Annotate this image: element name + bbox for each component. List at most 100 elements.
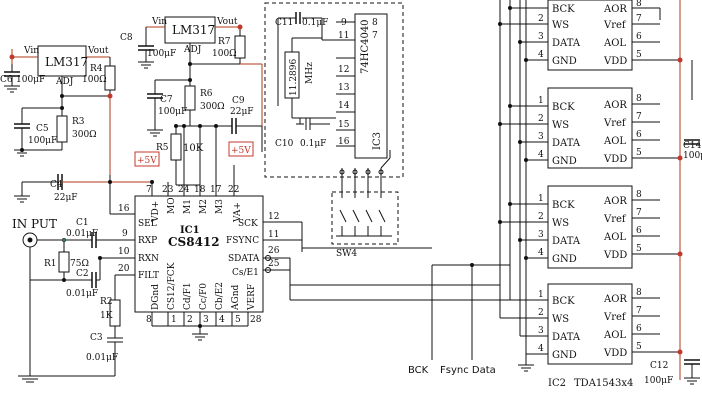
svg-text:3: 3 bbox=[538, 132, 544, 142]
plus5v-box-1 bbox=[134, 151, 160, 167]
c1-label: C1 bbox=[76, 218, 89, 228]
cs8412-label-dgnd: DGnd bbox=[151, 284, 161, 310]
r7-label: R7 bbox=[218, 37, 231, 47]
lm317-right-vout: Vout bbox=[216, 17, 238, 27]
cs8412-pin-12: 12 bbox=[268, 212, 279, 222]
svg-text:2: 2 bbox=[538, 308, 544, 318]
bottom-label-bck: BCK bbox=[408, 365, 429, 376]
ic3-pin-8: 8 bbox=[372, 18, 378, 28]
svg-text:Vref: Vref bbox=[603, 312, 627, 323]
c6-label: C6 bbox=[0, 75, 13, 85]
svg-text:AOR: AOR bbox=[603, 294, 627, 305]
r1-resistor bbox=[58, 251, 70, 273]
cs8412-pin-28: 28 bbox=[250, 315, 262, 325]
lm317-left-adj: ADJ bbox=[55, 77, 74, 87]
cs8412-pin-7: 7 bbox=[146, 185, 152, 195]
svg-text:VDD: VDD bbox=[603, 250, 627, 261]
cs8412-pin-25: 25 bbox=[268, 259, 280, 269]
svg-text:4: 4 bbox=[538, 150, 544, 160]
cs8412-label-sck: SCK bbox=[238, 219, 258, 229]
cs8412-pin-3: 3 bbox=[203, 315, 209, 325]
r1-label: R1 bbox=[44, 259, 57, 269]
svg-text:AOR: AOR bbox=[603, 100, 627, 111]
cs8412-pin-1: 1 bbox=[171, 315, 177, 325]
lm317-right-name: LM317 bbox=[172, 23, 215, 37]
svg-text:VDD: VDD bbox=[603, 56, 627, 67]
c8-label: C8 bbox=[120, 33, 133, 43]
ic1-ref: IC1 bbox=[180, 225, 200, 236]
ic1-cs8412-body bbox=[134, 195, 264, 313]
cs8412-label-m2: M2 bbox=[199, 199, 209, 214]
svg-text:DATA: DATA bbox=[552, 138, 581, 149]
lm317-left-vout: Vout bbox=[87, 46, 109, 56]
svg-text:WS: WS bbox=[552, 314, 569, 325]
cs8412-label-filt: FILT bbox=[138, 271, 159, 281]
c11-value: 0.1μF bbox=[302, 18, 328, 28]
svg-text:2: 2 bbox=[538, 114, 544, 124]
r6-label: R6 bbox=[200, 89, 213, 99]
r1-value: 75Ω bbox=[70, 259, 89, 269]
c5-value: 100μF bbox=[28, 136, 57, 146]
c9-label: C9 bbox=[232, 96, 245, 106]
svg-text:WS: WS bbox=[552, 120, 569, 131]
cs8412-label-verf: VERF bbox=[247, 284, 257, 311]
cs8412-pin-11: 11 bbox=[268, 230, 279, 240]
svg-text:BCK: BCK bbox=[552, 4, 575, 15]
c12-value: 100μF bbox=[644, 376, 673, 386]
svg-text:GND: GND bbox=[552, 350, 577, 361]
c7-value: 100μF bbox=[158, 107, 187, 117]
svg-text:6: 6 bbox=[636, 324, 642, 334]
svg-text:8: 8 bbox=[636, 94, 642, 104]
cs8412-label-va: VA+ bbox=[233, 202, 243, 223]
tda-chip-4-labels: BCK WS DATA GND AOR Vref AOL VDD 1 2 3 4… bbox=[538, 288, 642, 361]
svg-text:4: 4 bbox=[538, 344, 544, 354]
svg-text:WS: WS bbox=[552, 20, 569, 31]
svg-text:4: 4 bbox=[538, 50, 544, 60]
c2-value: 0.01μF bbox=[66, 289, 98, 299]
cs8412-label-cs12: CS12/FCK bbox=[167, 262, 177, 310]
ic3-pin-14: 14 bbox=[338, 101, 350, 111]
svg-text:AOL: AOL bbox=[603, 330, 626, 341]
cs8412-label-cse1: Cs/E1 bbox=[232, 268, 259, 278]
c7-label: C7 bbox=[160, 95, 173, 105]
svg-text:7: 7 bbox=[636, 112, 642, 122]
cs8412-label-m3: M3 bbox=[215, 199, 225, 214]
c14-label: C14 bbox=[683, 141, 702, 151]
lm317-right-adj: ADJ bbox=[183, 45, 202, 55]
plus5v-box-2 bbox=[228, 141, 254, 157]
cs8412-pin-4: 4 bbox=[219, 315, 225, 325]
c5-label: C5 bbox=[36, 124, 49, 134]
crystal-unit: MHz bbox=[305, 62, 315, 84]
svg-text:BCK: BCK bbox=[552, 102, 575, 113]
cs8412-pin-20: 20 bbox=[118, 264, 130, 274]
svg-text:WS: WS bbox=[552, 218, 569, 229]
svg-text:1: 1 bbox=[538, 194, 544, 204]
sw4-label: SW4 bbox=[336, 249, 357, 259]
c10-value: 0.1μF bbox=[300, 139, 326, 149]
lm317-left-vin: Vin bbox=[23, 46, 39, 56]
svg-text:GND: GND bbox=[552, 156, 577, 167]
cs8412-label-agnd: AGnd bbox=[231, 285, 241, 311]
r3-label: R3 bbox=[72, 117, 85, 127]
svg-text:6: 6 bbox=[636, 32, 642, 42]
r4-value: 100Ω bbox=[82, 75, 107, 85]
c3-label: C3 bbox=[90, 333, 103, 343]
svg-text:5: 5 bbox=[636, 244, 642, 254]
ic3-ref: IC3 bbox=[372, 132, 383, 150]
r3-value: 300Ω bbox=[72, 130, 97, 140]
cs8412-pin-5: 5 bbox=[235, 315, 241, 325]
cs8412-label-sel: SEL bbox=[138, 219, 157, 229]
c4-label: C4 bbox=[50, 180, 63, 190]
cs8412-label-vd: VD+ bbox=[151, 201, 161, 223]
plus5v-label-2: +5V bbox=[231, 146, 251, 156]
ic3-pin-11: 11 bbox=[338, 31, 349, 41]
svg-text:AOL: AOL bbox=[603, 136, 626, 147]
cs8412-pin-18: 18 bbox=[194, 185, 206, 195]
svg-text:3: 3 bbox=[538, 32, 544, 42]
c14-value: 100μ bbox=[683, 151, 702, 161]
c4-value: 22μF bbox=[54, 193, 78, 203]
r5-value: 10K bbox=[183, 143, 204, 154]
c10-label: C10 bbox=[275, 139, 294, 149]
tda-chip-4 bbox=[547, 283, 680, 365]
input-label: IN PUT bbox=[12, 217, 57, 231]
